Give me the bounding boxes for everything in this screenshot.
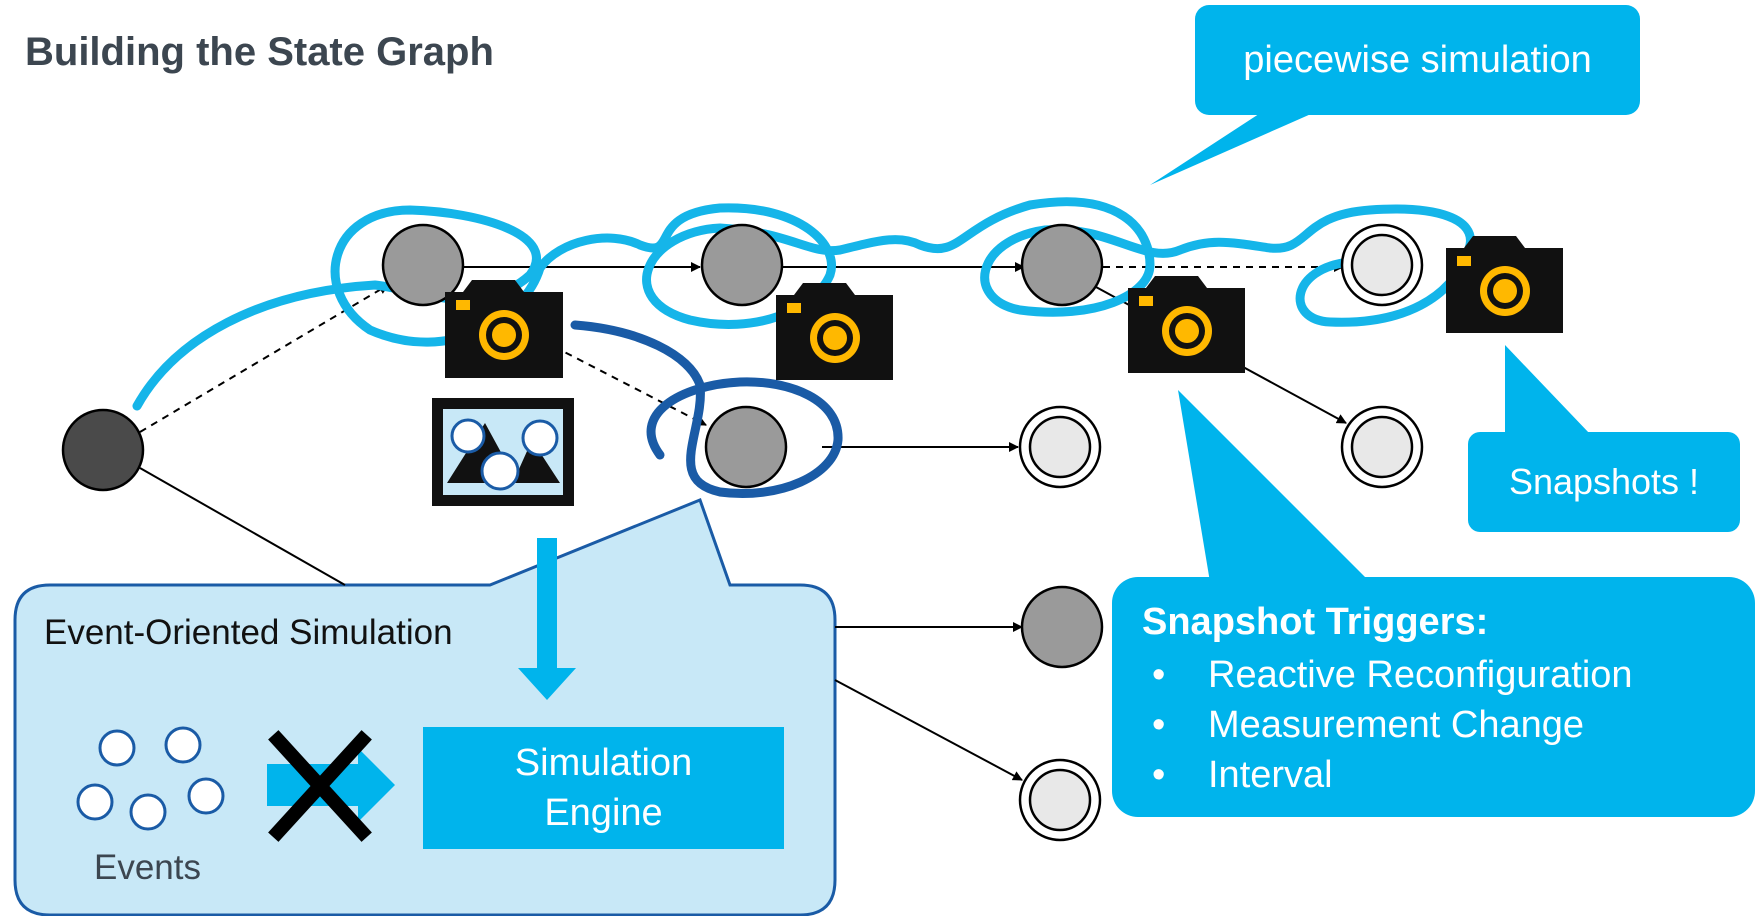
node-n2: [700, 223, 784, 307]
page-title: Building the State Graph: [25, 30, 494, 74]
edge-root-to-panel: [139, 467, 346, 586]
camera-icon: [1446, 236, 1563, 333]
trigger-item: • Reactive Reconfiguration: [1142, 650, 1755, 700]
trigger-item-label: Interval: [1208, 754, 1333, 796]
trigger-item: • Interval: [1142, 750, 1755, 800]
camera-icon: [776, 283, 893, 380]
node-n5: [704, 405, 788, 489]
node-n1: [381, 223, 465, 307]
bullet-icon: •: [1152, 654, 1166, 696]
engine-arrow: [518, 538, 576, 700]
event-circle: [76, 783, 114, 821]
event-circles: [76, 726, 225, 831]
snapshots-callout-tail: [1505, 345, 1590, 434]
snapshot-triggers-heading: Snapshot Triggers:: [1142, 601, 1489, 643]
node-root: [61, 408, 145, 492]
node-n3: [1020, 223, 1104, 307]
snapshots-callout: Snapshots !: [1468, 432, 1740, 532]
camera-icon: [445, 280, 563, 378]
event-circle: [129, 793, 167, 831]
event-circle: [98, 729, 136, 767]
node-n4: [1340, 223, 1424, 307]
event-oriented-squiggle: [570, 320, 843, 498]
cross-icon: [268, 730, 372, 842]
snapshot-triggers-callout: Snapshot Triggers: • Reactive Reconfigura…: [1112, 577, 1755, 817]
simulation-engine-box: Simulation Engine: [423, 727, 784, 849]
bullet-icon: •: [1152, 754, 1166, 796]
bullet-icon: •: [1152, 704, 1166, 746]
piecewise-callout: piecewise simulation: [1195, 5, 1640, 115]
trigger-item-label: Measurement Change: [1208, 704, 1584, 746]
graph-nodes: [61, 223, 1424, 842]
engine-line-2: Engine: [544, 792, 663, 834]
event-oriented-label: Event-Oriented Simulation: [44, 613, 453, 652]
piecewise-callout-text: piecewise simulation: [1243, 38, 1592, 81]
events-label: Events: [94, 848, 201, 887]
node-n6: [1018, 405, 1102, 489]
edge-panel-to-n9: [834, 679, 1023, 781]
event-circle: [187, 777, 225, 815]
node-n8: [1020, 585, 1104, 669]
event-circle: [164, 726, 202, 764]
image-icon: [432, 398, 574, 506]
snapshots-callout-text: Snapshots !: [1508, 461, 1700, 502]
engine-line-1: Simulation: [514, 742, 693, 784]
trigger-item-label: Reactive Reconfiguration: [1208, 654, 1633, 696]
node-n7: [1340, 405, 1424, 489]
node-n9: [1018, 758, 1102, 842]
trigger-item: • Measurement Change: [1142, 700, 1755, 750]
camera-icon: [1128, 276, 1245, 373]
triggers-callout-tail: [1178, 390, 1370, 582]
piecewise-callout-tail: [1150, 110, 1320, 185]
snapshot-triggers-list: • Reactive Reconfiguration • Measurement C…: [1142, 650, 1755, 800]
